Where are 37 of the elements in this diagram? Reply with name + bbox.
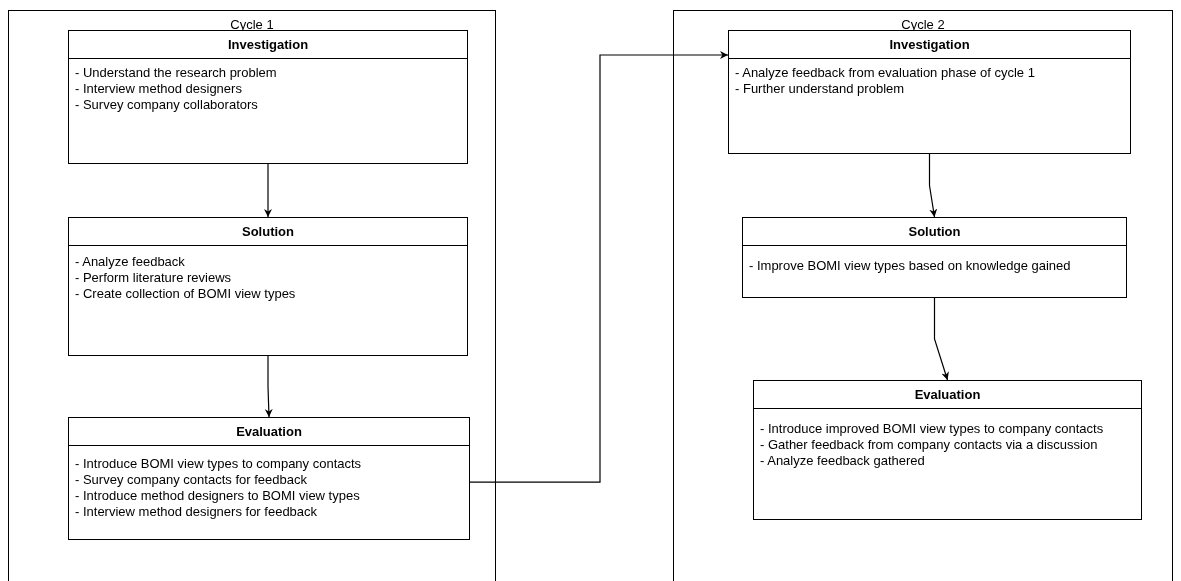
arrow xyxy=(264,355,273,418)
list-item: - Survey company contacts for feedback xyxy=(75,472,308,488)
phase-box xyxy=(728,30,1131,154)
list-item: - Further understand problem xyxy=(735,81,906,97)
phase-box xyxy=(68,417,470,540)
phase-box xyxy=(753,380,1142,520)
cycle-panel xyxy=(673,10,1173,581)
list-item: - Analyze feedback xyxy=(75,254,186,270)
list-item: - Create collection of BOMI view types xyxy=(75,286,297,302)
panel-title: Cycle 1 xyxy=(229,17,275,32)
list-item: - Introduce method designers to BOMI view types xyxy=(75,488,361,504)
list-item: - Perform literature reviews xyxy=(75,270,233,286)
list-item: - Improve BOMI view types based on knowledge gained xyxy=(749,258,1072,274)
phase-heading: Investigation xyxy=(69,31,467,59)
list-item: - Interview method designers xyxy=(75,81,243,97)
phase-heading: Evaluation xyxy=(754,381,1141,409)
list-item: - Analyze feedback gathered xyxy=(760,453,926,469)
phase-box xyxy=(68,30,468,164)
list-item: - Introduce BOMI view types to company contacts xyxy=(75,456,363,472)
arrow xyxy=(928,153,938,218)
arrow xyxy=(264,163,272,218)
arrow xyxy=(469,51,729,483)
phase-box xyxy=(742,217,1127,298)
phase-heading: Investigation xyxy=(729,31,1130,59)
list-item: - Introduce improved BOMI view types to company contacts xyxy=(760,421,1105,437)
phase-heading: Solution xyxy=(743,218,1126,246)
list-item: - Understand the research problem xyxy=(75,65,278,81)
panel-title: Cycle 2 xyxy=(900,17,946,32)
list-item: - Gather feedback from company contacts via a discussion xyxy=(760,437,1099,453)
list-item: - Survey company collaborators xyxy=(75,97,259,113)
list-item: - Interview method designers for feedback xyxy=(75,504,319,520)
list-item: - Analyze feedback from evaluation phase of cycle 1 xyxy=(735,65,1036,81)
phase-heading: Solution xyxy=(69,218,467,246)
phase-heading: Evaluation xyxy=(69,418,469,446)
cycle-panel xyxy=(8,10,496,581)
arrow xyxy=(933,297,949,381)
phase-box xyxy=(68,217,468,356)
